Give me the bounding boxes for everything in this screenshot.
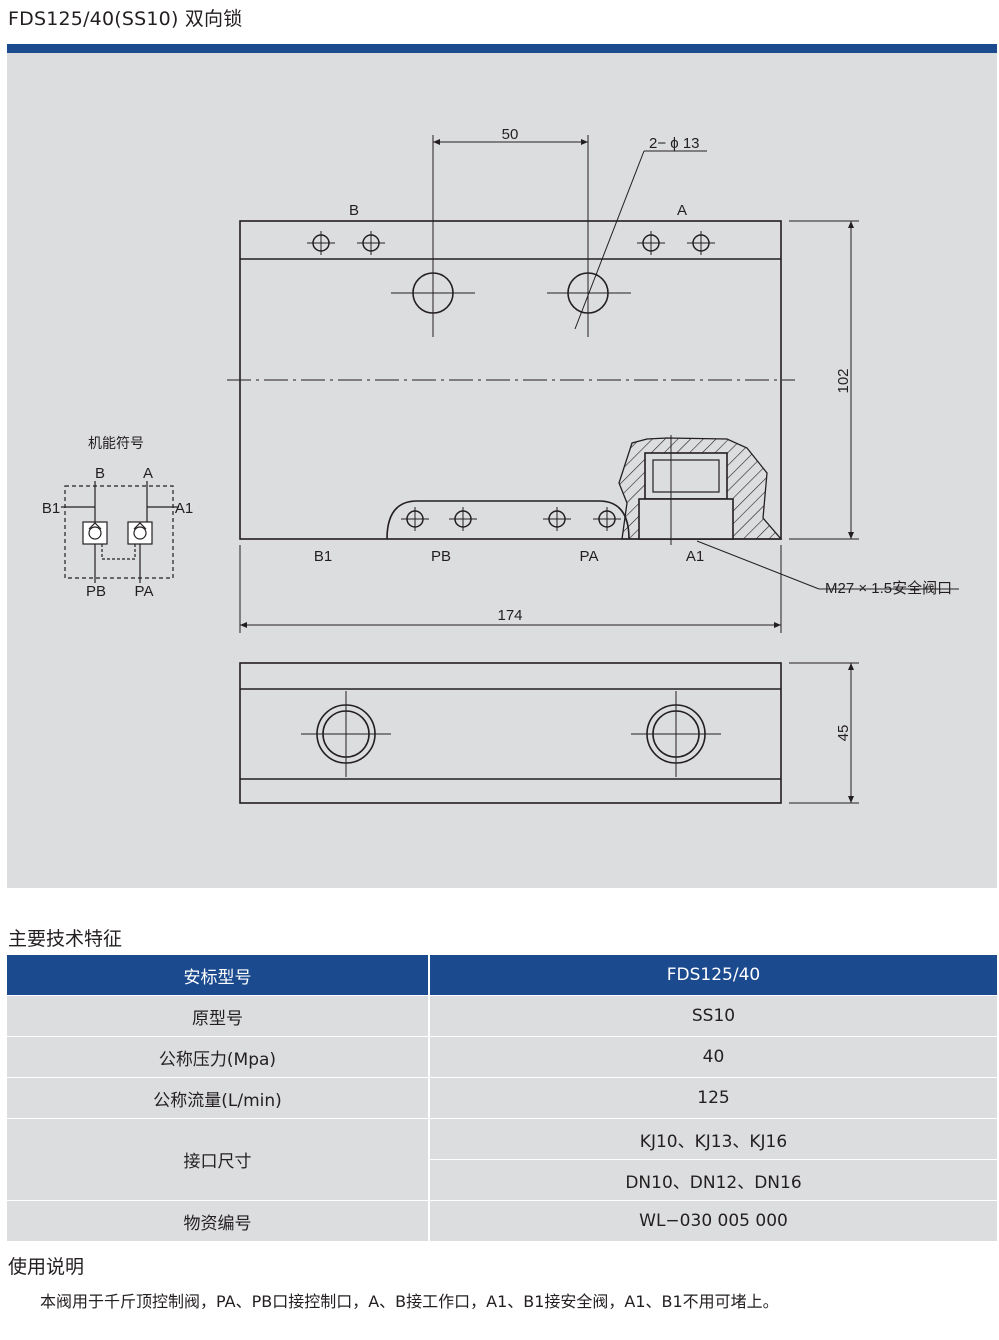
table-row: 公称流量(L/min) 125	[7, 1077, 997, 1119]
row-value: KJ10、KJ13、KJ16	[428, 1118, 997, 1160]
title-rule	[7, 44, 997, 53]
dim-hole-spacing: 50	[502, 126, 519, 143]
port-label-pa: PA	[580, 548, 599, 565]
row-value: SS10	[428, 995, 997, 1037]
port-label-a: A	[677, 202, 687, 219]
row-label: 原型号	[7, 995, 429, 1037]
symbol-label-b: B	[95, 465, 105, 482]
thread-callout: M27 × 1.5安全阀口	[825, 579, 952, 597]
table-row: 物资编号 WL−030 005 000	[7, 1200, 997, 1241]
symbol-label-pb: PB	[86, 583, 106, 600]
usage-text: 本阀用于千斤顶控制阀，PA、PB口接控制口，A、B接工作口，A1、B1接安全阀，…	[40, 1292, 779, 1311]
symbol-label-a1: A1	[175, 500, 193, 517]
usage-heading: 使用说明	[8, 1256, 85, 1278]
row-label: 公称流量(L/min)	[7, 1077, 429, 1119]
row-label: 公称压力(Mpa)	[7, 1036, 429, 1078]
port-label-b: B	[349, 202, 359, 219]
technical-drawing-panel: 50 2− ϕ 13 102 174 45 M27 × 1.5安全阀口 B A …	[7, 53, 997, 888]
table-row: 原型号 SS10	[7, 995, 997, 1037]
spec-table: 安标型号 FDS125/40 原型号 SS10 公称压力(Mpa) 40 公称流…	[7, 955, 997, 1241]
port-label-pb: PB	[431, 548, 451, 565]
row-value: DN10、DN12、DN16	[428, 1159, 997, 1201]
table-header-value: FDS125/40	[428, 955, 997, 996]
symbol-label-pa: PA	[135, 583, 154, 600]
technical-drawing: 50 2− ϕ 13 102 174 45 M27 × 1.5安全阀口 B A …	[42, 126, 959, 804]
page-title: FDS125/40(SS10) 双向锁	[8, 8, 243, 30]
dim-length: 174	[497, 607, 522, 624]
table-row: 公称压力(Mpa) 40	[7, 1036, 997, 1078]
symbol-title: 机能符号	[88, 435, 144, 451]
row-value: WL−030 005 000	[428, 1200, 997, 1241]
side-view-body	[239, 662, 782, 804]
spec-heading: 主要技术特征	[8, 928, 123, 950]
hydraulic-symbol	[61, 481, 179, 583]
dim-hole-callout: 2− ϕ 13	[649, 135, 700, 152]
hole-crosshairs	[307, 231, 715, 545]
row-value: 125	[428, 1077, 997, 1119]
symbol-label-b1: B1	[42, 500, 60, 517]
table-header-row: 安标型号 FDS125/40	[7, 955, 997, 996]
port-label-a1: A1	[686, 548, 704, 565]
table-row: DN10、DN12、DN16	[7, 1159, 997, 1201]
bottom-port-slot	[386, 500, 630, 540]
port-label-b1: B1	[314, 548, 332, 565]
dim-height: 102	[835, 368, 852, 393]
symbol-label-a: A	[143, 465, 153, 482]
dim-width: 45	[835, 725, 852, 742]
row-label: 接口尺寸	[7, 1118, 429, 1201]
table-row: 接口尺寸 KJ10、KJ13、KJ16	[7, 1118, 997, 1201]
row-value: 40	[428, 1036, 997, 1078]
row-label: 物资编号	[7, 1200, 429, 1241]
table-header-label: 安标型号	[7, 955, 429, 996]
